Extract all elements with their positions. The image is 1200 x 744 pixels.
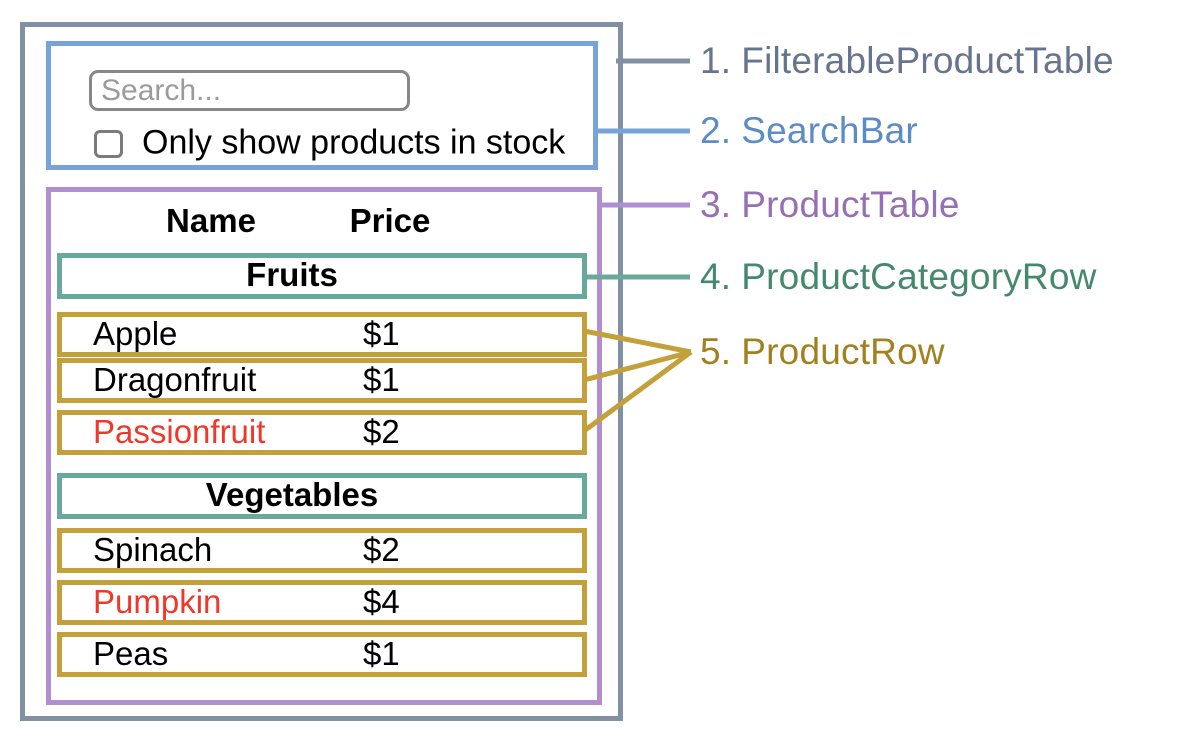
legend-product-category-row: 4.ProductCategoryRow — [700, 256, 1097, 298]
product-row-passionfruit: Passionfruit $2 — [57, 410, 587, 455]
product-name: Spinach — [93, 530, 213, 568]
legend-filterable-product-table: 1.FilterableProductTable — [700, 40, 1114, 82]
search-bar-outline — [46, 41, 598, 170]
product-row-peas: Peas $1 — [57, 632, 587, 677]
product-row-dragonfruit: Dragonfruit $1 — [57, 358, 587, 403]
legend-product-table: 3.ProductTable — [700, 184, 960, 226]
legend-number: 2. — [700, 110, 732, 151]
legend-search-bar: 2.SearchBar — [700, 110, 918, 152]
product-row-apple: Apple $1 — [57, 312, 587, 357]
legend-label: ProductTable — [741, 184, 960, 225]
product-price: $2 — [363, 412, 400, 450]
product-name: Dragonfruit — [93, 360, 257, 398]
in-stock-checkbox[interactable] — [94, 130, 123, 158]
product-row-spinach: Spinach $2 — [57, 528, 587, 573]
legend-product-row: 5.ProductRow — [700, 331, 945, 373]
product-price: $2 — [363, 530, 400, 568]
product-row-pumpkin: Pumpkin $4 — [57, 580, 587, 625]
column-header-name: Name — [166, 202, 256, 239]
in-stock-checkbox-label: Only show products in stock — [142, 123, 566, 162]
product-name: Apple — [93, 314, 178, 352]
category-row-vegetables: Vegetables — [57, 473, 587, 519]
category-label: Fruits — [246, 256, 338, 294]
product-table-outline — [46, 187, 602, 705]
product-name: Passionfruit — [93, 412, 266, 450]
product-price: $1 — [363, 314, 400, 352]
product-price: $1 — [363, 634, 400, 672]
legend-number: 1. — [700, 40, 732, 81]
legend-number: 5. — [700, 331, 732, 372]
product-price: $4 — [363, 582, 400, 620]
product-name: Pumpkin — [93, 582, 222, 620]
category-row-fruits: Fruits — [57, 253, 587, 299]
product-price: $1 — [363, 360, 400, 398]
legend-label: ProductCategoryRow — [741, 256, 1097, 297]
legend-number: 4. — [700, 256, 732, 297]
legend-number: 3. — [700, 184, 732, 225]
category-label: Vegetables — [205, 476, 379, 514]
column-header-price: Price — [349, 202, 431, 239]
legend-label: ProductRow — [741, 331, 945, 372]
search-input[interactable] — [89, 70, 410, 111]
product-name: Peas — [93, 634, 169, 672]
legend-label: SearchBar — [741, 110, 918, 151]
legend-label: FilterableProductTable — [741, 40, 1114, 81]
